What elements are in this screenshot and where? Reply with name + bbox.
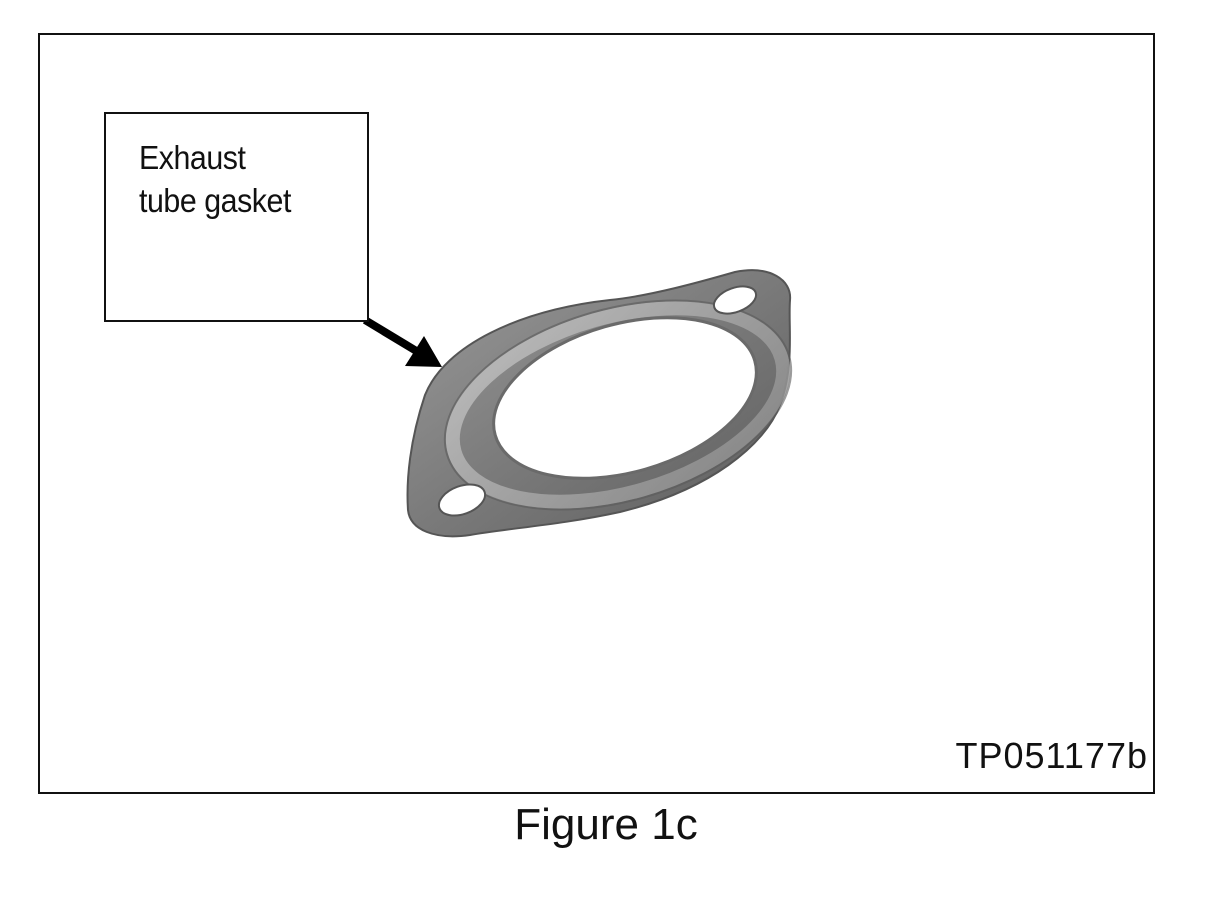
bolt-hole-lower — [437, 483, 487, 517]
figure-code: TP051177b — [955, 735, 1148, 776]
gasket-center-hole — [492, 316, 758, 480]
callout-box: Exhaust tube gasket — [104, 112, 369, 322]
callout-label-line-2: tube gasket — [139, 182, 291, 219]
figure-caption: Figure 1c — [514, 800, 698, 849]
callout-arrow-head — [405, 336, 442, 367]
gasket-bead-ring — [445, 301, 791, 509]
bolt-hole-upper — [712, 285, 758, 315]
callout-label-line-1: Exhaust — [139, 139, 246, 176]
callout-arrow-line — [362, 316, 421, 356]
